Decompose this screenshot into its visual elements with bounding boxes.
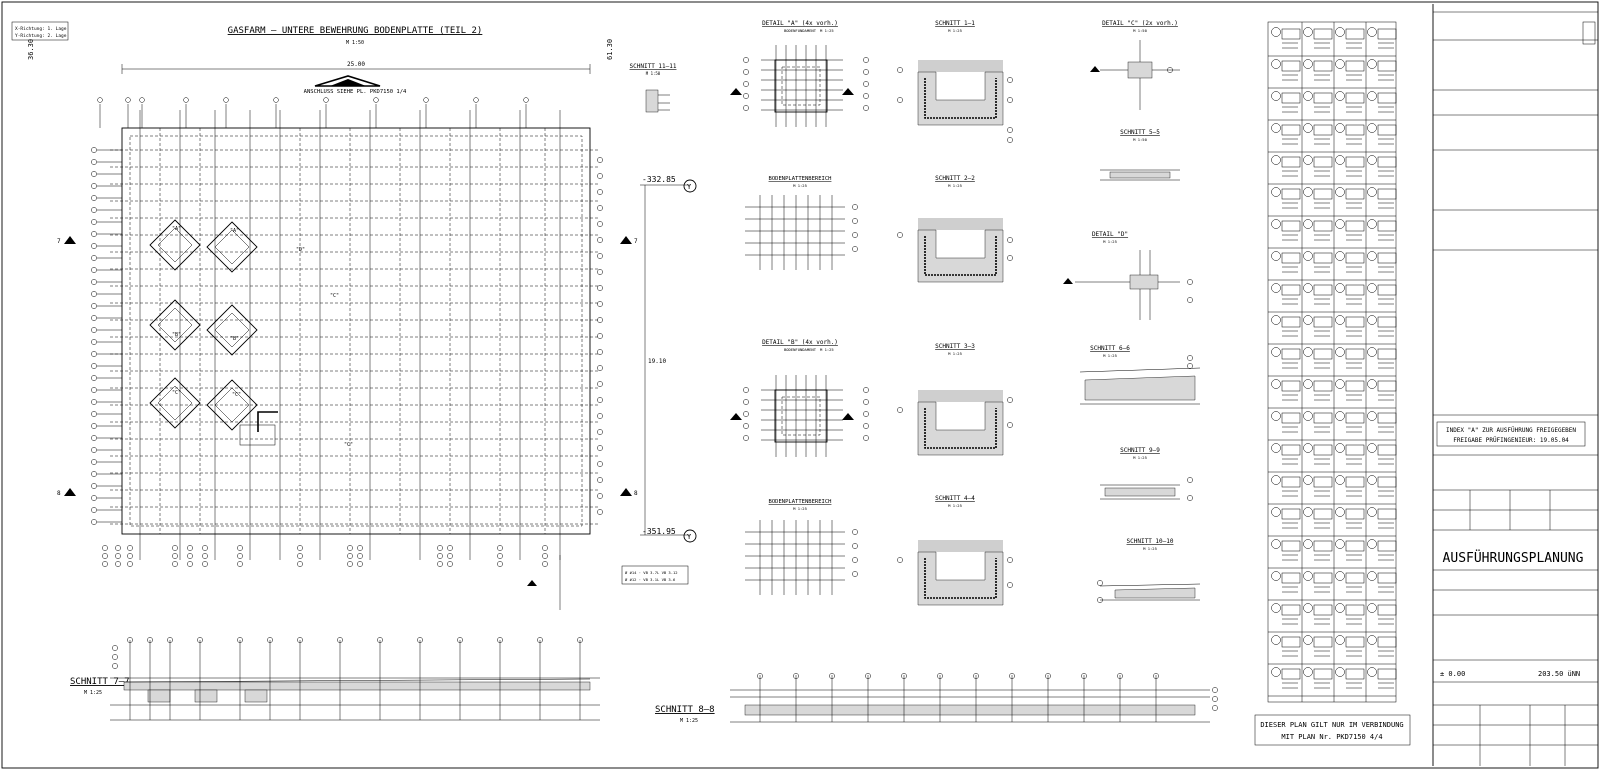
detC-scale: M 1:50 — [1133, 28, 1147, 33]
detail-d: DETAIL "D" M 1:25 — [1063, 231, 1180, 320]
plan-dim-width: 25.00 — [347, 61, 365, 68]
detD-title: DETAIL "D" — [1092, 231, 1128, 238]
plan-dim-right-top: 61.30 — [606, 39, 614, 60]
plan-detail-a-label-2: "A" — [230, 228, 239, 234]
s1010-scale: M 1:25 — [1143, 546, 1157, 551]
plan-notice: DIESER PLAN GILT NUR IM VERBINDUNG MIT P… — [1254, 714, 1411, 746]
plan-cut-7-left: 7 — [57, 238, 61, 245]
plan-detail-c-label-4: "C" — [344, 442, 353, 448]
plan-dim-left-top: 36.30 — [27, 39, 35, 60]
section-4-4: SCHNITT 4–4 M 1:25 — [917, 495, 1004, 606]
notice-line-1: DIESER PLAN GILT NUR IM VERBINDUNG — [1260, 721, 1403, 729]
section-8-8: SCHNITT 8–8 M 1:25 — [655, 673, 1218, 724]
detB-title: DETAIL "B" (4x vorh.) — [762, 339, 838, 346]
plan-detail-b-label: "B" — [172, 332, 181, 338]
section-9-9: SCHNITT 9–9 M 1:25 — [1100, 447, 1180, 500]
bpb2-title: BODENPLATTENBEREICH — [769, 499, 832, 505]
bpb1-scale: M 1:25 — [793, 183, 807, 188]
s11-scale: M 1:50 — [646, 71, 661, 76]
axis-y-top: Y — [687, 183, 692, 191]
plan-dim-height: 19.10 — [648, 358, 666, 365]
detail-b: DETAIL "B" (4x vorh.) BODENFUNDAMENT M 1… — [730, 339, 869, 457]
slab-area-2: BODENPLATTENBEREICH M 1:25 — [745, 499, 858, 595]
section-7-7: SCHNITT 7–7 M 1:25 — [70, 637, 600, 721]
plan-detail-c-label-2: "C" — [232, 392, 241, 398]
s1010-title: SCHNITT 10–10 — [1127, 538, 1174, 545]
section-6-6: SCHNITT 6–6 M 1:25 — [1079, 345, 1201, 405]
title-block: INDEX "A" ZUR AUSFÜHRUNG FREIGEGEBEN FRE… — [1432, 4, 1598, 766]
detail-c: DETAIL "C" (2x vorh.) M 1:50 — [1090, 20, 1180, 110]
s55-scale: M 1:50 — [1133, 137, 1147, 142]
legend-y-direction: Y-Richtung: 2. Lage — [15, 33, 67, 39]
bpb2-scale: M 1:25 — [793, 506, 807, 511]
plan-detail-a-label: "A" — [172, 226, 181, 232]
s33-scale: M 1:25 — [948, 351, 962, 356]
s66-title: SCHNITT 6–6 — [1090, 345, 1130, 352]
s99-scale: M 1:25 — [1133, 455, 1147, 460]
plan-cut-8-left: 8 — [57, 490, 61, 497]
s88-title: SCHNITT 8–8 — [655, 705, 715, 715]
planning-stage: AUSFÜHRUNGSPLANUNG — [1443, 549, 1584, 566]
main-plan: GASFARM – UNTERE BEWEHRUNG BODENPLATTE (… — [27, 26, 697, 610]
plan-level-top: -332.85 — [642, 175, 676, 184]
plan-note-1: Ø #14 · VB 3.7L VB 3.12 — [625, 570, 678, 575]
s22-scale: M 1:25 — [948, 183, 962, 188]
plan-detail-d-label: "D" — [296, 247, 305, 253]
detA-title: DETAIL "A" (4x vorh.) — [762, 20, 838, 27]
detC-title: DETAIL "C" (2x vorh.) — [1102, 20, 1178, 27]
s33-title: SCHNITT 3–3 — [935, 343, 975, 350]
detD-scale: M 1:25 — [1103, 239, 1117, 244]
s66-scale: M 1:25 — [1103, 353, 1117, 358]
plan-level-bottom: -351.95 — [642, 527, 676, 536]
plan-detail-b-label-2: "B" — [230, 336, 239, 342]
detail-a: DETAIL "A" (4x vorh.) BODENFUNDAMENT M 1… — [730, 20, 869, 127]
s44-scale: M 1:25 — [948, 503, 962, 508]
s11-title: SCHNITT 11–11 — [630, 63, 677, 70]
s11b-scale: M 1:25 — [948, 28, 962, 33]
s22-title: SCHNITT 2–2 — [935, 175, 975, 182]
section-10-10: SCHNITT 10–10 M 1:25 — [1099, 538, 1201, 601]
level-nn: 203.50 üNN — [1538, 670, 1580, 678]
section-5-5: SCHNITT 5–5 M 1:50 — [1100, 129, 1180, 181]
detA-scale: M 1:25 — [820, 28, 834, 33]
plan-cut-7-right: 7 — [634, 238, 638, 245]
axis-y-bottom: Y — [687, 533, 692, 541]
section-2-2: SCHNITT 2–2 M 1:25 — [917, 175, 1004, 283]
plan-cut-8-right: 8 — [634, 490, 638, 497]
plan-note-2: Ø #12 · VB 3.1L VB 3.6 — [625, 577, 676, 582]
index-line-2: FREIGABE PRÜFINGENIEUR: 19.05.04 — [1453, 437, 1569, 444]
s99-title: SCHNITT 9–9 — [1120, 447, 1160, 454]
plan-scale: M 1:50 — [346, 40, 364, 46]
legend-x-direction: X-Richtung: 1. Lage — [15, 26, 67, 32]
bar-schedule — [1267, 21, 1397, 703]
slab-area-1: BODENPLATTENBEREICH M 1:25 — [745, 176, 858, 270]
plan-title: GASFARM – UNTERE BEWEHRUNG BODENPLATTE (… — [228, 26, 483, 36]
s88-scale: M 1:25 — [680, 718, 698, 724]
section-11-11: SCHNITT 11–11 M 1:50 — [630, 63, 677, 113]
level-zero: ± 0.00 — [1440, 670, 1465, 678]
bpb1-title: BODENPLATTENBEREICH — [769, 176, 832, 182]
s77-scale: M 1:25 — [84, 690, 102, 696]
s11b-title: SCHNITT 1–1 — [935, 20, 975, 27]
section-1-1: SCHNITT 1–1 M 1:25 — [917, 20, 1004, 126]
detA-sub: BODENFUNDAMENT — [784, 28, 817, 33]
detB-scale: M 1:25 — [820, 347, 834, 352]
section-3-3: SCHNITT 3–3 M 1:25 — [917, 343, 1004, 456]
plan-detail-c-label: "C" — [172, 390, 181, 396]
s55-title: SCHNITT 5–5 — [1120, 129, 1160, 136]
plan-connection-note: ANSCHLUSS SIEHE PL. PKD7150 1/4 — [304, 89, 407, 95]
s77-title: SCHNITT 7–7 — [70, 677, 130, 687]
notice-line-2: MIT PLAN Nr. PKD7150 4/4 — [1281, 733, 1382, 741]
direction-legend: X-Richtung: 1. Lage Y-Richtung: 2. Lage — [11, 21, 69, 41]
plan-detail-c-label-3: "C" — [330, 293, 339, 299]
index-line-1: INDEX "A" ZUR AUSFÜHRUNG FREIGEGEBEN — [1446, 427, 1576, 434]
detB-sub: BODENFUNDAMENT — [784, 347, 817, 352]
s44-title: SCHNITT 4–4 — [935, 495, 975, 502]
